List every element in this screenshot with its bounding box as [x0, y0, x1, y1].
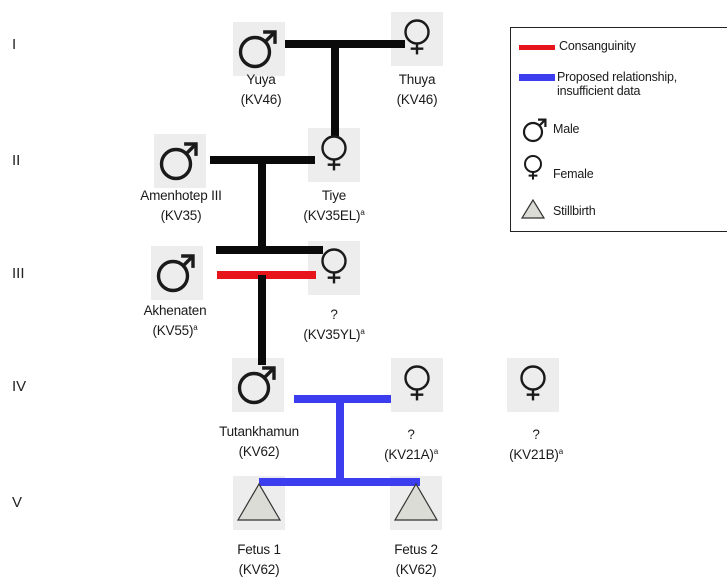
- person-tomb: (KV35EL)a: [303, 208, 365, 223]
- person-name: Tiye: [321, 188, 347, 203]
- yuya-male-icon: [238, 30, 277, 69]
- person-name: ?: [407, 427, 415, 442]
- descent-line-gen3: [258, 160, 266, 250]
- proposed-descent-line: [336, 399, 344, 480]
- kv21a-female-icon: [404, 365, 430, 401]
- person-yuya: Yuya (KV46): [241, 71, 282, 108]
- person-fetus-2: Fetus 2 (KV62): [394, 541, 438, 578]
- legend-proposed-line1: Proposed relationship,: [557, 70, 677, 84]
- marriage-line-yuya-thuya: [285, 40, 405, 48]
- male-icon: [522, 118, 547, 143]
- person-fetus-1: Fetus 1 (KV62): [237, 541, 281, 578]
- person-thuya: Thuya (KV46): [397, 71, 438, 108]
- generation-label-3: III: [12, 265, 25, 282]
- person-name: Fetus 2: [394, 542, 438, 557]
- akhenaten-male-icon: [156, 254, 195, 293]
- person-tomb: (KV35YL)a: [303, 327, 365, 342]
- generation-label-2: II: [12, 152, 21, 169]
- consanguinity-swatch: [519, 45, 555, 50]
- person-tomb: (KV46): [240, 92, 282, 107]
- person-name: Thuya: [398, 72, 436, 87]
- person-name: ?: [330, 307, 338, 322]
- legend-male: Male: [553, 122, 580, 136]
- sibship-line-gen3: [216, 246, 323, 254]
- person-amenhotep-iii: Amenhotep III (KV35): [140, 187, 222, 224]
- person-kv21b: ? (KV21B)a: [509, 426, 563, 463]
- descent-line-tiye: [331, 44, 339, 136]
- legend-proposed-line2: insufficient data: [557, 84, 641, 98]
- tutankhamun-male-icon: [237, 366, 276, 405]
- generation-label-1: I: [12, 36, 17, 53]
- legend-stillbirth: Stillbirth: [553, 204, 596, 218]
- fetus1-stillbirth-icon: [236, 482, 282, 521]
- consanguinity-line: [217, 271, 316, 279]
- person-tomb: (KV55)a: [152, 323, 198, 338]
- generation-label-5: V: [12, 494, 23, 511]
- person-name: Akhenaten: [143, 303, 207, 318]
- person-tomb: (KV62): [238, 444, 280, 459]
- tiye-female-icon: [321, 135, 347, 171]
- person-tomb: (KV46): [396, 92, 438, 107]
- person-tomb: (KV35): [160, 208, 202, 223]
- stillbirth-icon: [520, 198, 546, 219]
- person-tomb: (KV62): [395, 562, 437, 577]
- person-kv21a: ? (KV21A)a: [384, 426, 438, 463]
- legend-female: Female: [553, 167, 594, 181]
- person-name: Tutankhamun: [219, 424, 299, 439]
- proposed-sibship-line: [259, 478, 420, 486]
- person-kv35yl: ? (KV35YL)a: [303, 306, 364, 343]
- person-tiye: Tiye (KV35EL)a: [303, 187, 364, 224]
- person-tomb: (KV21B)a: [509, 447, 563, 462]
- descent-line-tutankhamun: [258, 275, 266, 365]
- person-name: Amenhotep III: [140, 188, 222, 203]
- kv35yl-female-icon: [321, 248, 347, 284]
- fetus2-stillbirth-icon: [393, 482, 439, 521]
- female-icon: [524, 155, 542, 180]
- person-tomb: (KV21A)a: [384, 447, 438, 462]
- generation-label-4: IV: [12, 378, 27, 395]
- person-name: Fetus 1: [237, 542, 281, 557]
- person-name: ?: [532, 427, 540, 442]
- kv21b-female-icon: [520, 365, 546, 401]
- legend-consanguinity: Consanguinity: [559, 39, 636, 53]
- person-tutankhamun: Tutankhamun (KV62): [219, 423, 299, 460]
- person-akhenaten: Akhenaten (KV55)a: [144, 302, 207, 339]
- amenhotep-male-icon: [159, 142, 198, 181]
- person-name: Yuya: [246, 72, 276, 87]
- proposed-swatch: [519, 74, 555, 81]
- person-tomb: (KV62): [238, 562, 280, 577]
- thuya-female-icon: [404, 19, 430, 55]
- legend-symbols: [520, 118, 547, 219]
- legend: Consanguinity Proposed relationship, ins…: [510, 27, 727, 232]
